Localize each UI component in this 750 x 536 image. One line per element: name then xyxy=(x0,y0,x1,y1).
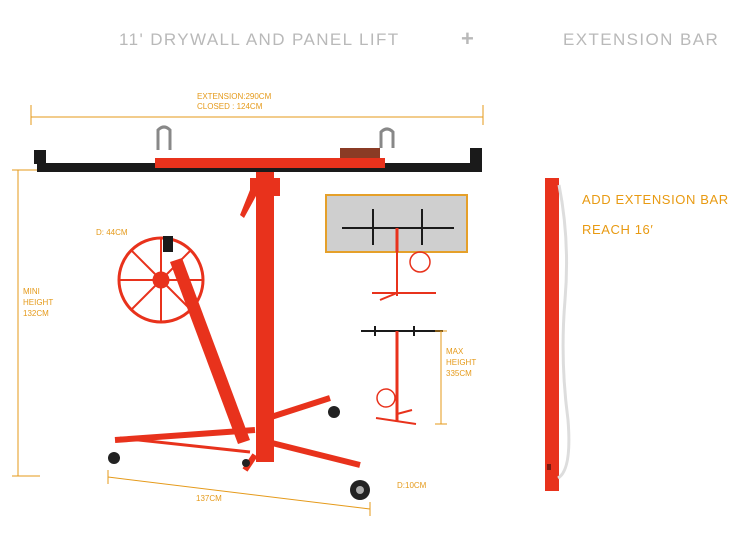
lift-mast xyxy=(240,172,280,462)
reach-note: REACH 16′ xyxy=(582,222,654,237)
mini-height-label-2: HEIGHT xyxy=(23,298,54,307)
inset-max-height-lift xyxy=(361,326,443,425)
closed-length-label: CLOSED : 124CM xyxy=(197,102,263,111)
add-extension-bar-note: ADD EXTENSION BAR xyxy=(582,192,729,207)
lift-base xyxy=(114,395,361,472)
product-title: 11' DRYWALL AND PANEL LIFT xyxy=(119,30,400,49)
inset-panel-view xyxy=(325,194,468,253)
winch-strut xyxy=(170,258,250,444)
mini-height-label-3: 132CM xyxy=(23,309,49,318)
max-height-label-1: MAX xyxy=(446,347,464,356)
extension-dimension-line xyxy=(30,105,484,125)
casters xyxy=(108,406,370,500)
caster-diameter-label: D:10CM xyxy=(397,481,427,490)
lift-top-bar xyxy=(34,125,482,172)
accessory-title: EXTENSION BAR xyxy=(563,30,720,49)
base-dimension-line xyxy=(107,470,371,516)
base-width-label: 137CM xyxy=(196,494,222,503)
max-height-label-3: 335CM xyxy=(446,369,472,378)
inset-lift-small xyxy=(372,251,436,301)
plus-sign: + xyxy=(461,26,476,51)
max-height-label-2: HEIGHT xyxy=(446,358,477,367)
mini-height-label-1: MINI xyxy=(23,287,40,296)
extension-length-label: EXTENSION:290CM xyxy=(197,92,272,101)
max-height-dimension-line xyxy=(435,330,447,425)
wheel-diameter-label: D: 44CM xyxy=(96,228,128,237)
extension-bar xyxy=(545,178,571,491)
mini-height-dimension-line xyxy=(12,169,40,477)
